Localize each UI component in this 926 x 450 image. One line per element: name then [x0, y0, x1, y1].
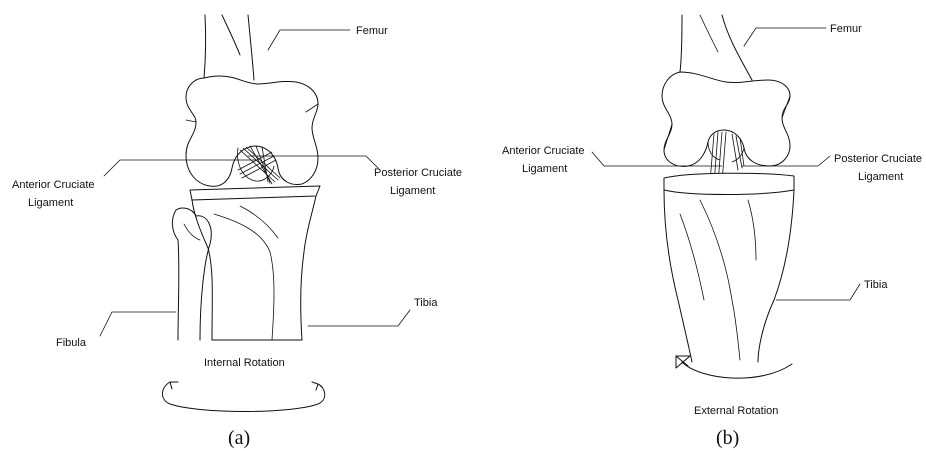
label-pcl-b-1: Posterior Cruciate — [834, 153, 922, 165]
label-tibia-b: Tibia — [864, 279, 888, 291]
label-fibula-a: Fibula — [56, 337, 87, 349]
rotation-arrow-a — [163, 382, 325, 412]
label-pcl-a-1: Posterior Cruciate — [374, 167, 462, 179]
femur-condyle-line-b — [664, 96, 790, 150]
leader-tibia-a — [308, 310, 410, 326]
rotation-arrowhead-b — [676, 356, 690, 368]
tibia-ridge2-b — [680, 214, 704, 300]
femur-shaft-a — [204, 15, 254, 80]
panel-a: Femur Posterior Cruciate Ligament Anteri… — [12, 15, 462, 449]
rotation-arrowhead-a2 — [312, 382, 318, 390]
femur-condyle-line-a — [186, 104, 318, 122]
rotation-arrowhead-a1 — [170, 382, 178, 389]
leader-acl-b — [592, 152, 722, 166]
label-acl-b-1: Anterior Cruciate — [502, 145, 585, 157]
tibia-ridge3-b — [748, 200, 756, 260]
label-femur-a: Femur — [356, 25, 388, 37]
leader-femur-a — [268, 30, 350, 50]
label-pcl-a-2: Ligament — [390, 185, 435, 197]
tibia-ridge2-a — [240, 206, 278, 238]
ligaments-a — [238, 146, 280, 184]
label-rotation-b: External Rotation — [694, 405, 778, 417]
tibia-body-a — [192, 196, 316, 340]
femur-condyles-b — [662, 72, 790, 166]
label-acl-a-2: Ligament — [28, 197, 73, 209]
caption-a: (a) — [228, 427, 250, 449]
femur-shaft-inner-b — [700, 15, 718, 52]
fibula-a — [172, 208, 211, 340]
tibia-ridge-a — [214, 214, 274, 340]
leader-femur-b — [744, 28, 826, 46]
femur-shaft-inner-a — [222, 15, 240, 55]
label-pcl-b-2: Ligament — [858, 171, 903, 183]
label-acl-b-2: Ligament — [522, 163, 567, 175]
label-tibia-a: Tibia — [414, 297, 438, 309]
femur-condyles-a — [186, 76, 318, 186]
fibula-head-a — [184, 224, 200, 240]
panel-b: Femur Anterior Cruciate Ligament Posteri… — [502, 15, 922, 449]
leader-fibula-a — [100, 312, 176, 336]
caption-b: (b) — [716, 427, 739, 449]
tibia-ridge-b — [700, 200, 740, 360]
tibia-plateau-b — [664, 173, 794, 194]
tibia-plateau-a — [190, 186, 320, 200]
label-femur-b: Femur — [830, 23, 862, 35]
leader-tibia-b — [776, 284, 860, 300]
label-acl-a-1: Anterior Cruciate — [12, 179, 95, 191]
tibia-body-b — [664, 190, 794, 362]
rotation-arrow-b — [682, 362, 792, 378]
label-rotation-a: Internal Rotation — [204, 357, 285, 369]
